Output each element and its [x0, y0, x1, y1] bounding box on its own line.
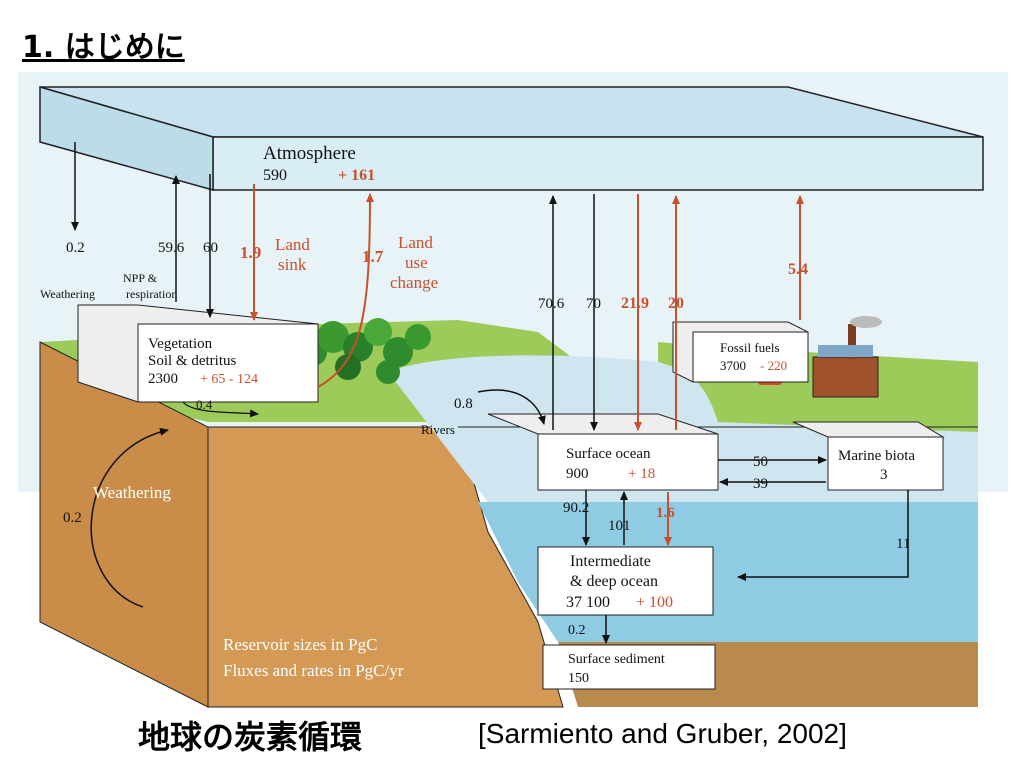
rock-weathering-arrow	[90, 427, 169, 608]
surface-sediment-box	[542, 644, 716, 690]
deep-ocean-box	[537, 546, 714, 616]
land-use-label-2: use	[405, 253, 428, 272]
rivers-arrow	[477, 389, 546, 425]
surface-sediment-size: 150	[568, 671, 589, 686]
fossil-fuels-change: - 220	[760, 358, 787, 373]
surface-to-deep-value: 90.2	[563, 500, 589, 516]
weathering-label: Weathering	[40, 287, 95, 301]
soil-to-river-arrow	[182, 401, 259, 418]
land-sink-label-2: sink	[278, 255, 307, 274]
deep-ocean-label-2: & deep ocean	[570, 573, 658, 590]
rock-weathering-value: 0.2	[63, 510, 82, 526]
surface-to-biota-value: 50	[753, 454, 768, 470]
rivers-value: 0.8	[454, 396, 473, 412]
respiration-label: respiration	[126, 287, 177, 301]
land-sink-value: 1.9	[240, 243, 261, 262]
vegetation-change: + 65 - 124	[200, 372, 258, 387]
surface-ocean-label: Surface ocean	[566, 446, 651, 462]
legend-line-1: Reservoir sizes in PgC	[223, 635, 377, 654]
land-use-label-1: Land	[398, 233, 433, 252]
land-sink-label-1: Land	[275, 235, 310, 254]
atmosphere-size: 590	[263, 167, 287, 184]
land-use-arrow	[317, 193, 374, 388]
anthro-ocean-up-value: 20	[668, 295, 684, 312]
atmosphere-change: + 161	[338, 167, 375, 184]
vegetation-label-1: Vegetation	[148, 336, 213, 352]
land-use-value: 1.7	[362, 247, 384, 266]
deep-ocean-label-1: Intermediate	[570, 553, 651, 570]
weathering-atm-value: 0.2	[66, 240, 85, 256]
soil-to-river-value: 0.4	[196, 397, 213, 412]
surface-sediment-label: Surface sediment	[568, 652, 665, 667]
figure-reference: [Sarmiento and Gruber, 2002]	[478, 718, 847, 749]
deep-to-surface-value: 101	[608, 518, 631, 534]
npp-value: 59.6	[158, 240, 185, 256]
biota-to-deep-arrow	[737, 490, 909, 581]
factory-icon	[812, 316, 882, 398]
rivers-label: Rivers	[421, 422, 455, 437]
fossil-fuels-size: 3700	[720, 358, 746, 373]
marine-biota-size: 3	[880, 467, 888, 483]
land-use-label-3: change	[390, 273, 438, 292]
marine-biota-label: Marine biota	[838, 448, 915, 464]
vegetation-label-2: Soil & detritus	[148, 353, 237, 369]
biota-to-deep-value: 11	[896, 536, 910, 552]
surface-ocean-change: + 18	[628, 466, 655, 482]
figure-caption: 地球の炭素循環	[138, 718, 363, 756]
npp-label: NPP &	[123, 271, 158, 285]
vegetation-size: 2300	[148, 371, 178, 387]
respiration-value: 60	[203, 240, 218, 256]
deep-ocean-size: 37 100	[566, 594, 610, 611]
carbon-cycle-diagram: Atmosphere 590 + 161	[18, 62, 1008, 710]
biota-to-surface-value: 39	[753, 476, 768, 492]
surface-ocean-size: 900	[566, 466, 589, 482]
slide-title: 1. はじめに	[22, 30, 185, 65]
deep-to-sediment-value: 0.2	[568, 623, 586, 638]
fossil-fuels-label: Fossil fuels	[720, 340, 780, 355]
atmosphere-slab	[39, 86, 984, 191]
deep-ocean-change: + 100	[636, 594, 673, 611]
marine-biota-box	[792, 421, 945, 491]
vegetation-box	[77, 304, 319, 403]
legend-line-2: Fluxes and rates in PgC/yr	[223, 661, 404, 680]
atmosphere-label: Atmosphere	[263, 143, 356, 164]
ocean-up-value: 70.6	[538, 296, 565, 312]
anthro-ocean-down-value: 21.9	[621, 295, 649, 312]
ocean-down-value: 70	[586, 296, 601, 312]
fossil-emission-value: 5.4	[788, 261, 808, 278]
rock-weathering-label: Weathering	[93, 483, 171, 502]
anthro-to-deep-value: 1.6	[656, 505, 675, 521]
fossil-fuels-box	[672, 321, 809, 383]
